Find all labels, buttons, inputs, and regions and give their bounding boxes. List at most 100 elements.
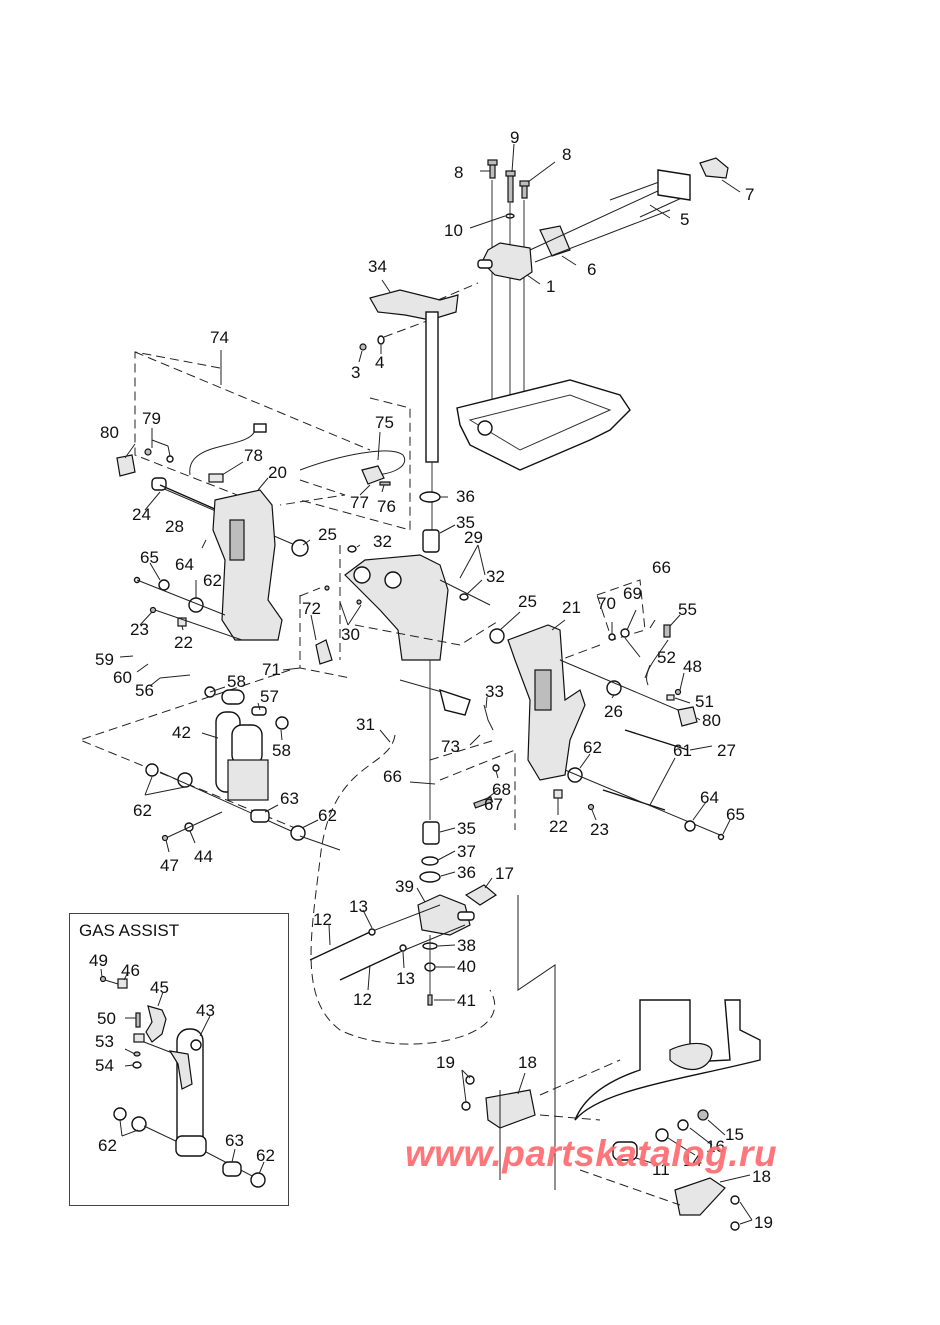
bolt-9-head — [505, 170, 516, 177]
bottom-cowl-group — [456, 379, 631, 471]
lower-mount-rubber — [669, 1042, 713, 1070]
callout-9: 9 — [510, 128, 519, 147]
clip-79 — [166, 455, 174, 463]
callout-10: 10 — [444, 221, 463, 240]
watermark: www.partskatalog.ru — [405, 1133, 778, 1174]
bushing-25-right — [489, 628, 505, 644]
bolt-19-d — [730, 1221, 740, 1231]
bottom-cowling — [456, 379, 631, 471]
washer-69 — [620, 628, 630, 638]
callout-32: 32 — [373, 532, 392, 551]
grease-41 — [427, 994, 433, 1006]
callout-13: 13 — [396, 969, 415, 988]
tilt-rod-27 — [624, 729, 689, 751]
callout-8: 8 — [454, 163, 463, 182]
washer-68 — [492, 764, 500, 772]
callout-13: 13 — [349, 897, 368, 916]
callout-20: 20 — [268, 463, 287, 482]
plate-6 — [539, 225, 571, 257]
callout-77: 77 — [350, 493, 369, 512]
callout-12: 12 — [313, 910, 332, 929]
callout-46: 46 — [121, 961, 140, 980]
callout-69: 69 — [623, 584, 642, 603]
bolt-8-left-head — [487, 159, 498, 166]
callout-76: 76 — [377, 497, 396, 516]
callout-41: 41 — [457, 991, 476, 1010]
callout-62: 62 — [318, 806, 337, 825]
mount-boss — [477, 259, 493, 269]
callout-7: 7 — [745, 185, 754, 204]
seal-37 — [421, 856, 439, 866]
washer-36-bottom — [419, 871, 441, 883]
callout-63: 63 — [280, 789, 299, 808]
lower-mount-plate — [574, 999, 761, 1121]
callout-43: 43 — [196, 1001, 215, 1020]
callout-51: 51 — [695, 692, 714, 711]
bushing-62-right — [567, 767, 583, 783]
clip-7 — [699, 157, 729, 179]
tilt-lock-lever — [439, 688, 471, 716]
callout-62: 62 — [256, 1146, 275, 1165]
callout-72: 72 — [302, 599, 321, 618]
callout-16: 16 — [706, 1137, 725, 1156]
callout-64: 64 — [175, 555, 194, 574]
washer-4 — [377, 335, 385, 345]
yoke-boss — [457, 911, 475, 921]
callout-62: 62 — [133, 801, 152, 820]
bushing-58-right — [275, 716, 289, 730]
screw-48 — [674, 688, 682, 696]
trim-motor — [231, 724, 263, 766]
callout-4: 4 — [375, 353, 384, 372]
bolt-12-a — [309, 931, 371, 961]
cylinder-bottom-eye — [175, 1135, 207, 1157]
trim-sensor-group — [134, 350, 411, 531]
screw-79 — [144, 448, 152, 456]
bolt-19-c — [730, 1195, 740, 1205]
callout-27: 27 — [717, 741, 736, 760]
left-clamp-bracket-group — [116, 454, 309, 641]
callout-23: 23 — [130, 620, 149, 639]
cylinder-eye — [190, 1039, 202, 1051]
bushing-25-left — [291, 539, 309, 557]
callout-65: 65 — [726, 805, 745, 824]
stud-plate-5 — [657, 169, 691, 201]
callout-29: 29 — [464, 528, 483, 547]
bushing-62-inset-b — [131, 1116, 147, 1132]
callout-15: 15 — [725, 1125, 744, 1144]
callout-25: 25 — [518, 592, 537, 611]
callout-47: 47 — [160, 856, 179, 875]
cap-80-left — [116, 454, 136, 477]
callout-61: 61 — [673, 741, 692, 760]
screw-49 — [99, 975, 107, 983]
callout-39: 39 — [395, 877, 414, 896]
screw-23-right — [587, 803, 595, 811]
callout-59: 59 — [95, 650, 114, 669]
callout-labels: 8 9 8 10 7 5 6 1 34 3 4 74 75 79 80 78 2… — [95, 128, 773, 1232]
swivel-boss-right — [384, 571, 402, 589]
pin-63 — [250, 809, 270, 823]
nut-3 — [359, 343, 367, 351]
cowl-hole — [477, 420, 493, 436]
screw-23-left — [149, 606, 157, 614]
callout-60: 60 — [113, 668, 132, 687]
callout-65: 65 — [140, 548, 159, 567]
callout-19: 19 — [754, 1213, 773, 1232]
circlip-65-right — [717, 833, 725, 841]
callout-21: 21 — [562, 598, 581, 617]
callout-57: 57 — [260, 687, 279, 706]
right-clamp-bracket-group — [429, 579, 725, 841]
callout-31: 31 — [356, 715, 375, 734]
callout-38: 38 — [457, 936, 476, 955]
callout-19: 19 — [436, 1053, 455, 1072]
callout-40: 40 — [457, 957, 476, 976]
callout-80: 80 — [702, 711, 721, 730]
clamp-bracket-left — [212, 489, 283, 641]
callout-18: 18 — [752, 1167, 771, 1186]
callout-45: 45 — [150, 978, 169, 997]
callout-80: 80 — [100, 423, 119, 442]
callout-1: 1 — [546, 277, 555, 296]
nut-54 — [132, 1061, 142, 1069]
bushing-35-top — [422, 529, 440, 553]
screw-47 — [161, 834, 169, 842]
inset-title: GAS ASSIST — [79, 921, 179, 940]
